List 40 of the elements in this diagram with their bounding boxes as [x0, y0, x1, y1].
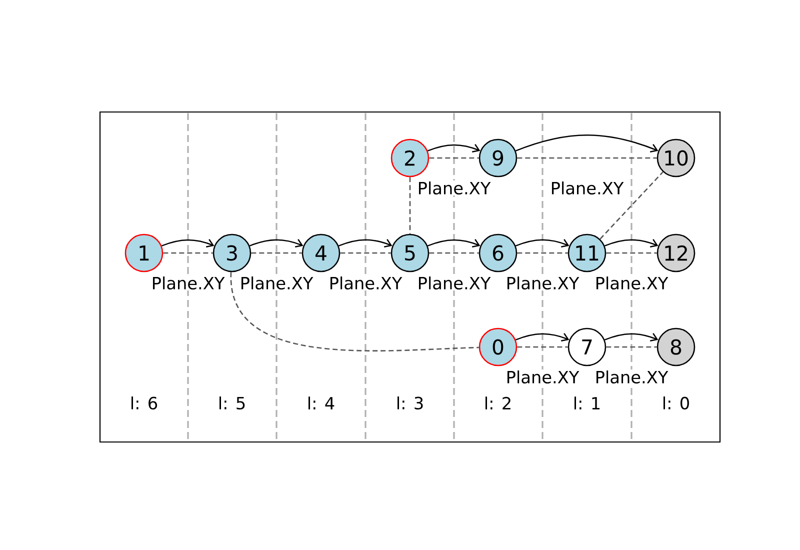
edge-label: Plane.XY	[328, 275, 404, 290]
edge-label: Plane.XY	[416, 275, 492, 290]
edge-label: Plane.XY	[150, 275, 226, 290]
arrow	[338, 239, 392, 248]
dashed-line	[517, 346, 568, 348]
edge-label: Plane.XY	[504, 275, 580, 290]
arrow	[516, 134, 658, 152]
dashed-line	[230, 272, 479, 352]
arrow	[604, 239, 658, 248]
edge-label: Plane.XY	[238, 275, 314, 290]
arrow	[428, 144, 480, 152]
level-label: l: 5	[220, 396, 245, 410]
dashed-line	[606, 346, 657, 348]
dashed-line	[600, 172, 664, 240]
edge-label: Plane.XY	[594, 369, 670, 384]
dashed-line	[517, 252, 568, 254]
level-label: l: 2	[486, 396, 510, 410]
arrow	[516, 239, 570, 248]
level-label: l: 0	[664, 396, 689, 410]
arrow	[516, 333, 570, 342]
dashed-line	[251, 252, 302, 254]
edge-label: Plane.XY	[594, 275, 670, 290]
level-label: l: 6	[132, 396, 158, 410]
edge-label: Plane.XY	[549, 180, 625, 196]
dashed-line	[429, 157, 479, 159]
dashed-line	[163, 252, 213, 254]
edge-label: Plane.XY	[504, 369, 580, 384]
arrow	[428, 239, 480, 248]
dashed-line	[409, 177, 411, 234]
arrow	[162, 239, 214, 248]
level-label: l: 3	[398, 396, 423, 410]
dashed-line	[340, 252, 391, 254]
arrow	[604, 333, 658, 342]
dashed-line	[517, 157, 657, 159]
level-label: l: 1	[574, 396, 600, 410]
dashed-line	[606, 252, 657, 254]
level-label: l: 4	[308, 396, 334, 410]
arrow	[250, 239, 304, 248]
edge-label: Plane.XY	[416, 180, 492, 196]
dashed-line	[429, 252, 479, 254]
